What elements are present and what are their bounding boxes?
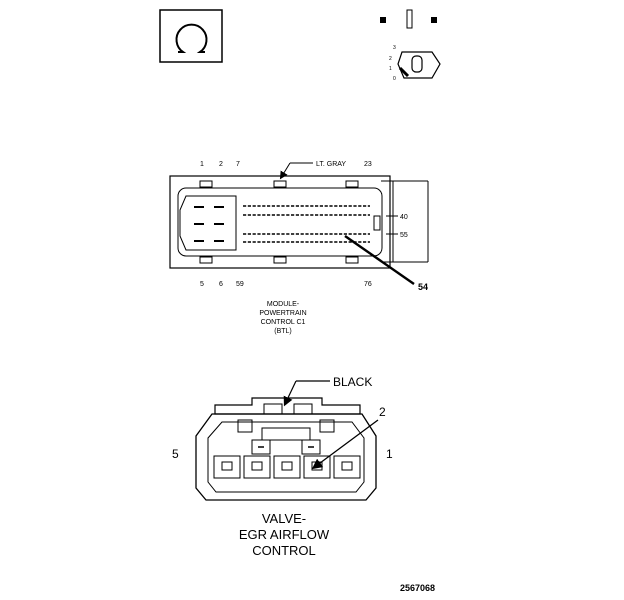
key-label-3: 3 [393,45,396,51]
bottom-pin-5: 5 [200,281,204,288]
drawing-number: 2567068 [400,583,435,593]
svg-text:POWERTRAIN: POWERTRAIN [259,310,306,317]
pin-5-label: 5 [172,447,179,461]
svg-text:VALVE-: VALVE- [262,511,306,526]
top-pin-1: 1 [200,161,204,168]
key-label-0: 0 [393,76,396,82]
valve-terminal-cavities [213,455,361,479]
black-callout: BLACK [333,375,372,389]
module-name: MODULE- POWERTRAIN CONTROL C1 (BTL) [259,301,306,335]
lt-gray-callout: LT. GRAY [316,161,346,168]
bottom-pin-59: 59 [236,281,244,288]
top-pin-2: 2 [219,161,223,168]
bottom-pin-6: 6 [219,281,223,288]
valve-name: VALVE- EGR AIRFLOW CONTROL [239,511,330,558]
omega-symbol-box [159,9,223,63]
module-pin-rows [243,205,370,243]
pin-bar-symbol [380,9,437,29]
svg-text:(BTL): (BTL) [274,328,292,335]
svg-text:EGR AIRFLOW: EGR AIRFLOW [239,527,330,542]
svg-text:CONTROL C1: CONTROL C1 [261,319,306,326]
connector-key-icon: 3 2 1 0 [389,45,441,82]
svg-text:CONTROL: CONTROL [252,543,316,558]
omega-icon [175,23,208,53]
key-label-1: 1 [389,66,392,72]
pin-1-label: 1 [386,447,393,461]
callout-pin-2: 2 [379,405,386,419]
svg-text:MODULE-: MODULE- [267,301,300,308]
right-pin-55: 55 [400,232,408,239]
right-pin-40: 40 [400,214,408,221]
bottom-pin-76: 76 [364,281,372,288]
top-pin-23: 23 [364,161,372,168]
valve-connector: BLACK 2 5 [172,375,393,558]
key-label-2: 2 [389,56,392,62]
top-pin-7: 7 [236,161,240,168]
module-connector: 1 2 7 23 LT. GRAY [169,161,429,335]
callout-pin-54: 54 [418,282,428,292]
